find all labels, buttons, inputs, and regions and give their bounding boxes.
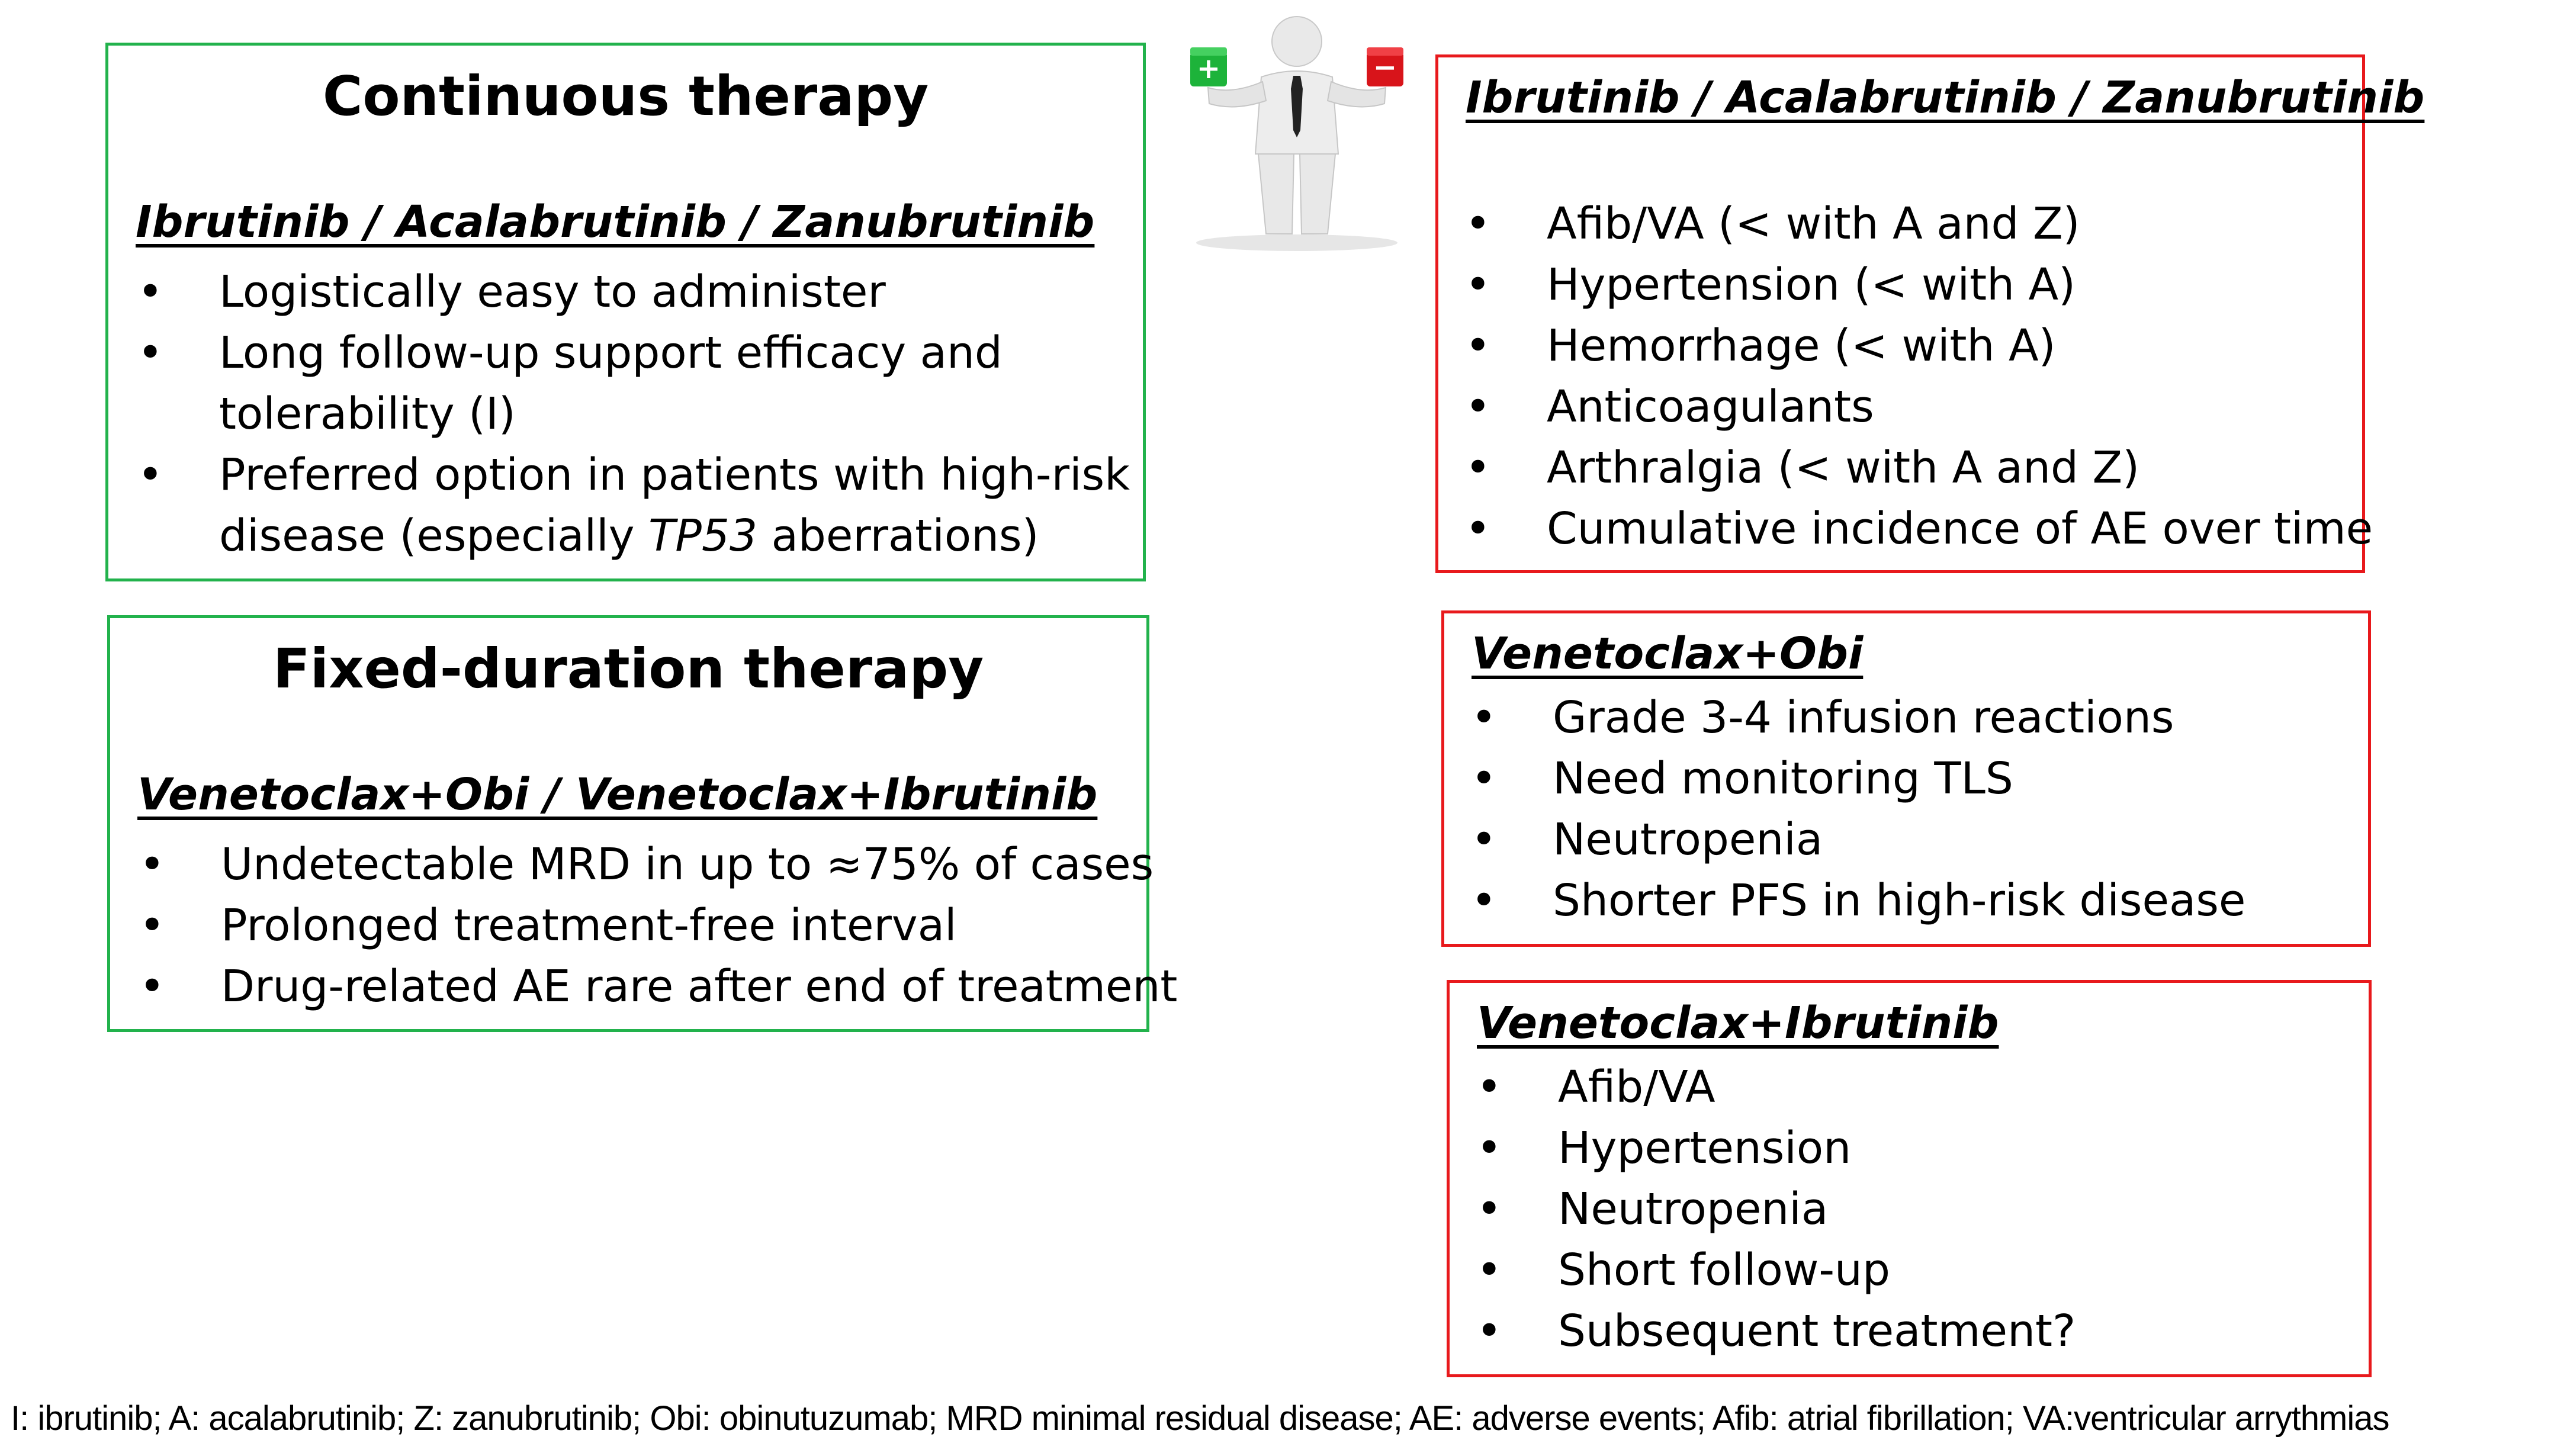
fixed-pros-list: •Undetectable MRD in up to ≈75% of cases… [139, 834, 1177, 1017]
fixed-duration-therapy-title: Fixed-duration therapy [272, 637, 984, 700]
bullet-icon: • [1471, 753, 1497, 804]
ven-obi-cons-list: •Grade 3-4 infusion reactions •Need moni… [1471, 687, 2245, 931]
list-item: •Hypertension (< with A) [1465, 255, 2373, 316]
list-item: •Anticoagulants [1465, 377, 2373, 438]
ven-ibr-cons-drugs-heading: Venetoclax+Ibrutinib [1477, 998, 1999, 1049]
list-item: •Short follow-up [1476, 1240, 2076, 1301]
btki-cons-drugs-heading: Ibrutinib / Acalabrutinib / Zanubrutinib [1466, 72, 2425, 123]
continuous-drugs-heading: Ibrutinib / Acalabrutinib / Zanubrutinib [136, 197, 1095, 248]
list-item: •Afib/VA (< with A and Z) [1465, 194, 2373, 255]
bullet-icon: • [1476, 1245, 1502, 1296]
list-item: •Logistically easy to administer [137, 262, 1130, 323]
list-item: •Prolonged treatment-free interval [139, 895, 1177, 956]
bullet-icon: • [1465, 442, 1491, 493]
plus-icon: + [1190, 47, 1227, 86]
bullet-icon: • [1476, 1062, 1502, 1113]
minus-icon: − [1367, 47, 1403, 86]
list-item: •Hemorrhage (< with A) [1465, 316, 2373, 377]
bullet-icon: • [139, 961, 165, 1012]
bullet-icon: • [1471, 875, 1497, 926]
bullet-icon: • [1465, 198, 1491, 249]
list-item: •Afib/VA [1476, 1057, 2076, 1118]
continuous-pros-list: •Logistically easy to administer •Long f… [137, 262, 1130, 567]
list-item: •Subsequent treatment? [1476, 1301, 2076, 1362]
btki-cons-list: •Afib/VA (< with A and Z) •Hypertension … [1465, 194, 2373, 560]
list-item: •Grade 3-4 infusion reactions [1471, 687, 2245, 748]
ven-ibr-cons-box: Venetoclax+Ibrutinib •Afib/VA •Hypertens… [1447, 980, 2372, 1377]
list-item: •Neutropenia [1476, 1179, 2076, 1240]
list-item: •Shorter PFS in high-risk disease [1471, 870, 2245, 931]
fixed-drugs-heading: Venetoclax+Obi / Venetoclax+Ibrutinib [137, 769, 1098, 820]
bullet-icon: • [1476, 1123, 1502, 1174]
list-item: •Drug-related AE rare after end of treat… [139, 956, 1177, 1017]
bullet-icon: • [137, 266, 163, 317]
list-item: •Arthralgia (< with A and Z) [1465, 438, 2373, 499]
pros-cons-figure-icon: + − [1190, 16, 1403, 251]
continuous-therapy-box: Continuous therapy Ibrutinib / Acalabrut… [105, 43, 1146, 581]
bullet-icon: • [137, 449, 163, 500]
list-item: •Cumulative incidence of AE over time [1465, 499, 2373, 560]
bullet-icon: • [139, 900, 165, 951]
continuous-therapy-title: Continuous therapy [322, 65, 929, 128]
bullet-icon: • [1471, 814, 1497, 865]
bullet-icon: • [1476, 1184, 1502, 1235]
ven-obi-cons-box: Venetoclax+Obi •Grade 3-4 infusion react… [1441, 610, 2371, 947]
list-item: •Neutropenia [1471, 809, 2245, 870]
list-item: •Hypertension [1476, 1118, 2076, 1179]
bullet-icon: • [1465, 259, 1491, 310]
abbreviations-footnote: I: ibrutinib; A: acalabrutinib; Z: zanub… [11, 1399, 2390, 1438]
bullet-icon: • [1465, 503, 1491, 554]
list-item: •Undetectable MRD in up to ≈75% of cases [139, 834, 1177, 895]
ven-ibr-cons-list: •Afib/VA •Hypertension •Neutropenia •Sho… [1476, 1057, 2076, 1362]
btki-cons-box: Ibrutinib / Acalabrutinib / Zanubrutinib… [1435, 54, 2424, 573]
bullet-icon: • [139, 839, 165, 890]
bullet-icon: • [1465, 381, 1491, 432]
bullet-icon: • [137, 327, 163, 378]
fixed-duration-therapy-box: Fixed-duration therapy Venetoclax+Obi / … [107, 615, 1177, 1032]
svg-text:+: + [1197, 52, 1220, 85]
bullet-icon: • [1476, 1306, 1502, 1357]
list-item: •Preferred option in patients with high-… [137, 445, 1130, 567]
ven-obi-cons-drugs-heading: Venetoclax+Obi [1472, 628, 1864, 679]
list-item: •Need monitoring TLS [1471, 748, 2245, 809]
bullet-icon: • [1471, 692, 1497, 743]
svg-text:−: − [1373, 51, 1397, 84]
bullet-icon: • [1465, 320, 1491, 371]
